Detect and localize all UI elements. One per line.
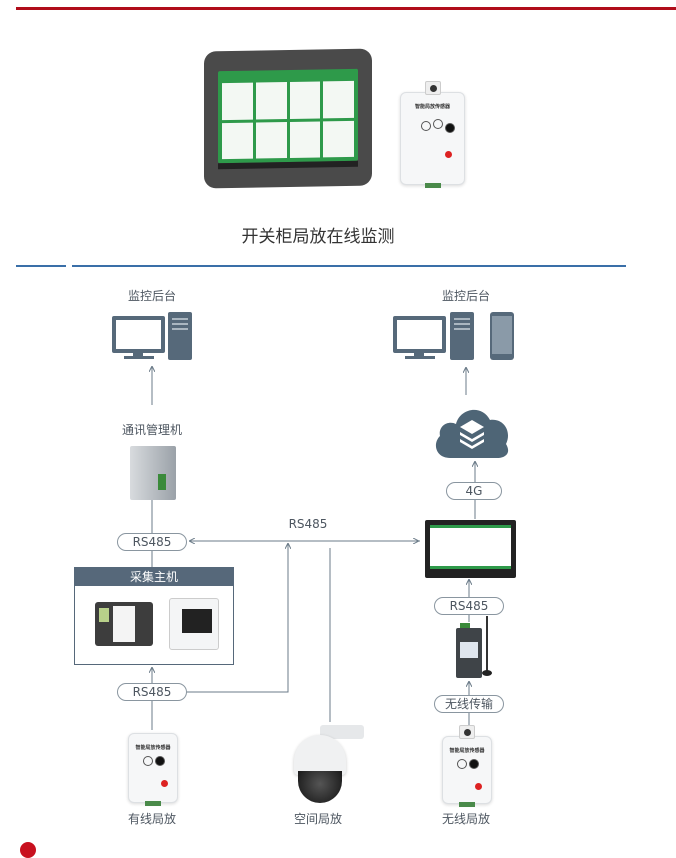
wired-sensor-image: 智能局放传感器	[128, 733, 178, 806]
page-marker-dot	[20, 842, 36, 858]
dome-camera-image	[290, 725, 364, 805]
wireless-receiver-image	[456, 616, 492, 678]
monitoring-display-image	[169, 598, 219, 650]
wireless-sensor-image: 智能局放传感器	[442, 725, 492, 807]
4g-badge: 4G	[446, 482, 502, 500]
section-divider	[72, 265, 626, 267]
desktop-computer-icon	[112, 316, 165, 353]
rs485-link-label: RS485	[288, 517, 328, 531]
switchgear-controller-image	[95, 602, 153, 646]
wired-pd-caption: 有线局放	[127, 812, 177, 826]
computer-tower-icon	[450, 312, 474, 360]
wireless-transmission-badge: 无线传输	[434, 695, 504, 713]
hero-sensor-image: 智能局放传感器	[400, 81, 465, 188]
monitor-label-right: 监控后台	[441, 289, 491, 303]
sensor-label: 智能局放传感器	[414, 104, 450, 110]
page-title: 开关柜局放在线监测	[241, 227, 395, 247]
section-divider	[16, 265, 66, 267]
desktop-computer-icon	[393, 316, 446, 353]
sensor-label: 智能局放传感器	[135, 745, 171, 751]
monitor-label-left: 监控后台	[127, 289, 177, 303]
collection-host-box: 采集主机	[74, 567, 234, 665]
wireless-pd-caption: 无线局放	[441, 812, 491, 826]
arrow-icon	[187, 544, 288, 693]
collection-host-title: 采集主机	[75, 568, 233, 586]
rs485-badge-right: RS485	[434, 597, 504, 615]
smartphone-icon	[490, 312, 514, 360]
gateway-label: 通讯管理机	[121, 423, 183, 437]
sensor-label: 智能局放传感器	[449, 748, 485, 754]
communication-gateway-image	[130, 446, 176, 500]
space-pd-caption: 空间局放	[293, 812, 343, 826]
rs485-badge-left-bottom: RS485	[117, 683, 187, 701]
computer-tower-icon	[168, 312, 192, 360]
cloud-layers-icon	[435, 409, 509, 458]
top-accent-bar	[16, 7, 676, 10]
rs485-badge-left-top: RS485	[117, 533, 187, 551]
hmi-display-image	[425, 520, 516, 578]
